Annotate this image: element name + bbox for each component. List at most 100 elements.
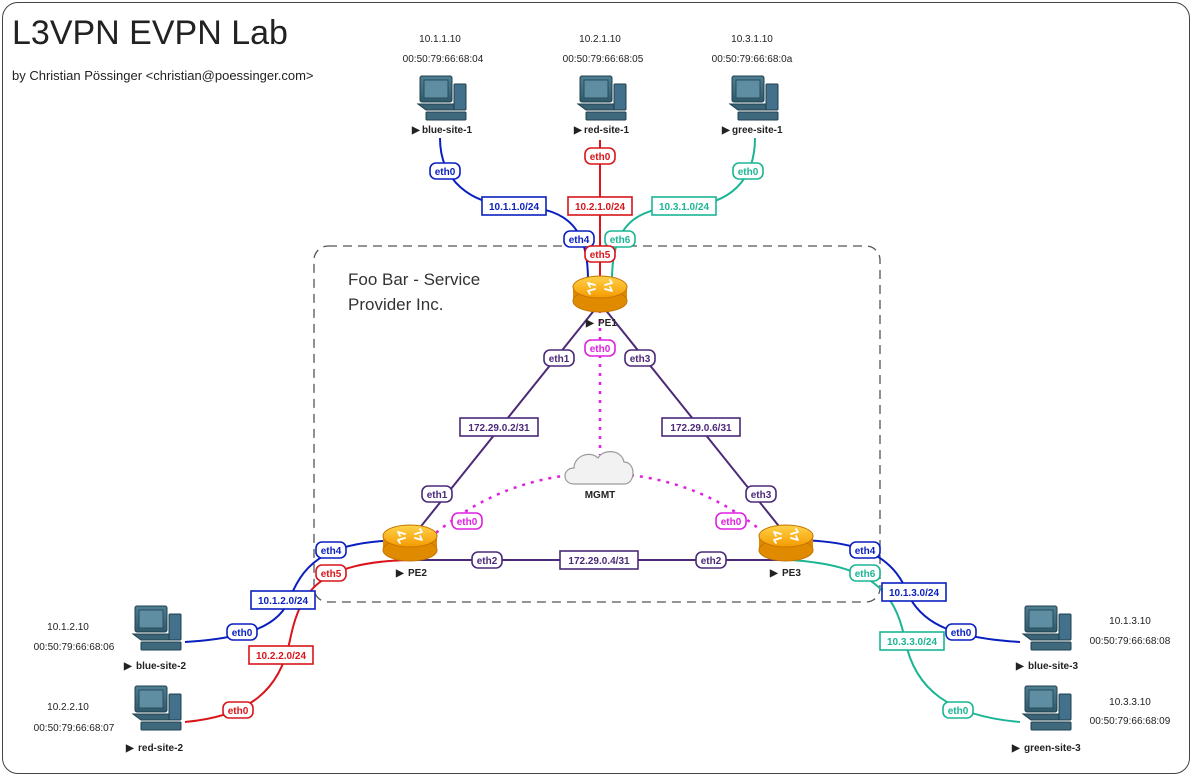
iface-gree-site-1-eth0[interactable]: eth0 bbox=[732, 162, 764, 180]
provider-name-line1: Foo Bar - Service bbox=[348, 270, 480, 289]
page-subtitle: by Christian Pössinger <christian@poessi… bbox=[12, 68, 314, 83]
host-mac: 00:50:79:66:68:06 bbox=[34, 642, 115, 653]
host-mac: 00:50:79:66:68:08 bbox=[1090, 636, 1171, 647]
host-ip: 10.2.2.10 bbox=[47, 702, 89, 713]
subnet-10-2-2: 10.2.2.0/24 bbox=[248, 645, 314, 665]
play-icon: ▶ bbox=[411, 125, 421, 136]
computer-icon bbox=[1022, 605, 1072, 651]
host-ip: 10.3.3.10 bbox=[1109, 697, 1151, 708]
host-label: blue-site-2 bbox=[136, 661, 186, 672]
computer-icon bbox=[729, 75, 779, 121]
iface-label: eth0 bbox=[435, 167, 456, 178]
host-blue-site-1[interactable]: 10.1.1.10 00:50:79:66:68:04 ▶ blue-site-… bbox=[403, 34, 484, 136]
iface-label: eth0 bbox=[457, 517, 478, 528]
provider-boundary bbox=[313, 245, 881, 603]
play-icon: ▶ bbox=[721, 125, 731, 136]
router-pe1[interactable]: ▶ PE1 bbox=[572, 275, 628, 329]
play-icon: ▶ bbox=[769, 568, 779, 579]
iface-pe1-eth6[interactable]: eth6 bbox=[604, 230, 636, 248]
router-pe2[interactable]: ▶ PE2 bbox=[382, 524, 438, 579]
iface-blue-site-1-eth0[interactable]: eth0 bbox=[429, 162, 461, 180]
iface-label: eth0 bbox=[721, 517, 742, 528]
iface-pe1-eth0[interactable]: eth0 bbox=[584, 339, 616, 357]
host-red-site-1[interactable]: 10.2.1.10 00:50:79:66:68:05 ▶ red-site-1 bbox=[563, 34, 644, 136]
host-label: green-site-3 bbox=[1024, 743, 1081, 754]
iface-label: eth4 bbox=[855, 546, 876, 557]
mgmt-cloud[interactable]: MGMT bbox=[564, 451, 634, 501]
iface-pe1-eth3[interactable]: eth3 bbox=[624, 349, 656, 367]
iface-label: eth0 bbox=[738, 167, 759, 178]
subnet-10-1-2: 10.1.2.0/24 bbox=[250, 590, 316, 610]
iface-pe2-eth5[interactable]: eth5 bbox=[315, 564, 347, 582]
provider-name-line2: Provider Inc. bbox=[348, 295, 443, 314]
host-gree-site-1[interactable]: 10.3.1.10 00:50:79:66:68:0a ▶ gree-site-… bbox=[712, 34, 793, 136]
host-ip: 10.1.2.10 bbox=[47, 622, 89, 633]
host-green-site-3[interactable]: 10.3.3.10 00:50:79:66:68:09 ▶ green-site… bbox=[1011, 685, 1171, 754]
iface-label: eth2 bbox=[477, 556, 498, 567]
iface-pe3-eth6[interactable]: eth6 bbox=[849, 564, 881, 582]
link-pe2-mgmt bbox=[419, 472, 579, 548]
host-mac: 00:50:79:66:68:07 bbox=[34, 723, 115, 734]
iface-pe2-eth2[interactable]: eth2 bbox=[471, 551, 503, 569]
iface-pe2-eth1[interactable]: eth1 bbox=[421, 485, 453, 503]
play-icon: ▶ bbox=[395, 568, 405, 579]
iface-label: eth1 bbox=[427, 490, 448, 501]
subnet-10-3-1: 10.3.1.0/24 bbox=[651, 196, 717, 216]
computer-icon bbox=[132, 685, 182, 731]
iface-blue-site-3-eth0[interactable]: eth0 bbox=[945, 623, 977, 641]
host-ip: 10.1.3.10 bbox=[1109, 616, 1151, 627]
subnet-10-2-1: 10.2.1.0/24 bbox=[567, 196, 633, 216]
host-ip: 10.3.1.10 bbox=[731, 34, 773, 45]
iface-pe2-eth0[interactable]: eth0 bbox=[451, 512, 483, 530]
iface-pe3-eth4[interactable]: eth4 bbox=[849, 541, 881, 559]
iface-label: eth1 bbox=[549, 354, 570, 365]
iface-label: eth0 bbox=[948, 706, 969, 717]
iface-pe3-eth2[interactable]: eth2 bbox=[695, 551, 727, 569]
host-blue-site-2[interactable]: 10.1.2.10 00:50:79:66:68:06 ▶ blue-site-… bbox=[34, 605, 187, 672]
iface-pe1-eth5[interactable]: eth5 bbox=[584, 245, 616, 263]
link-pe3-mgmt bbox=[621, 472, 781, 548]
iface-label: eth4 bbox=[569, 235, 590, 246]
subnet-label: 172.29.0.4/31 bbox=[568, 556, 630, 567]
iface-pe1-eth4[interactable]: eth4 bbox=[563, 230, 595, 248]
computer-icon bbox=[1022, 685, 1072, 731]
subnet-10-3-3: 10.3.3.0/24 bbox=[879, 631, 945, 651]
interface-tags: eth0 eth0 eth0 eth4 eth6 eth5 eth1 bbox=[222, 147, 977, 719]
iface-pe1-eth1[interactable]: eth1 bbox=[543, 349, 575, 367]
router-label: PE3 bbox=[782, 568, 801, 579]
router-pe3[interactable]: ▶ PE3 bbox=[758, 524, 814, 579]
iface-label: eth0 bbox=[590, 152, 611, 163]
iface-label: eth5 bbox=[590, 250, 611, 261]
host-ip: 10.2.1.10 bbox=[579, 34, 621, 45]
iface-red-site-2-eth0[interactable]: eth0 bbox=[222, 701, 254, 719]
host-red-site-2[interactable]: 10.2.2.10 00:50:79:66:68:07 ▶ red-site-2 bbox=[34, 685, 184, 754]
router-label: PE2 bbox=[408, 568, 427, 579]
subnet-label: 172.29.0.6/31 bbox=[670, 423, 732, 434]
host-label: blue-site-1 bbox=[422, 125, 472, 136]
iface-red-site-1-eth0[interactable]: eth0 bbox=[584, 147, 616, 165]
subnet-label: 10.1.2.0/24 bbox=[258, 596, 308, 607]
subnet-10-1-1: 10.1.1.0/24 bbox=[481, 196, 547, 216]
subnet-label: 10.3.3.0/24 bbox=[887, 637, 937, 648]
router-icon bbox=[758, 524, 814, 562]
router-icon bbox=[382, 524, 438, 562]
subnet-label: 172.29.0.2/31 bbox=[468, 423, 530, 434]
subnet-172-29-0-2: 172.29.0.2/31 bbox=[459, 417, 539, 437]
router-icon bbox=[572, 275, 628, 313]
host-mac: 00:50:79:66:68:04 bbox=[403, 54, 484, 65]
router-label: PE1 bbox=[598, 318, 617, 329]
host-blue-site-3[interactable]: 10.1.3.10 00:50:79:66:68:08 ▶ blue-site-… bbox=[1015, 605, 1171, 672]
iface-pe2-eth4[interactable]: eth4 bbox=[315, 541, 347, 559]
host-label: red-site-2 bbox=[138, 743, 183, 754]
play-icon: ▶ bbox=[573, 125, 583, 136]
iface-blue-site-2-eth0[interactable]: eth0 bbox=[226, 623, 258, 641]
host-label: blue-site-3 bbox=[1028, 661, 1078, 672]
iface-green-site-3-eth0[interactable]: eth0 bbox=[942, 701, 974, 719]
host-mac: 00:50:79:66:68:05 bbox=[563, 54, 644, 65]
play-icon: ▶ bbox=[585, 318, 595, 329]
play-icon: ▶ bbox=[125, 743, 135, 754]
computer-icon bbox=[132, 605, 182, 651]
iface-pe3-eth0[interactable]: eth0 bbox=[715, 512, 747, 530]
iface-pe3-eth3[interactable]: eth3 bbox=[745, 485, 777, 503]
